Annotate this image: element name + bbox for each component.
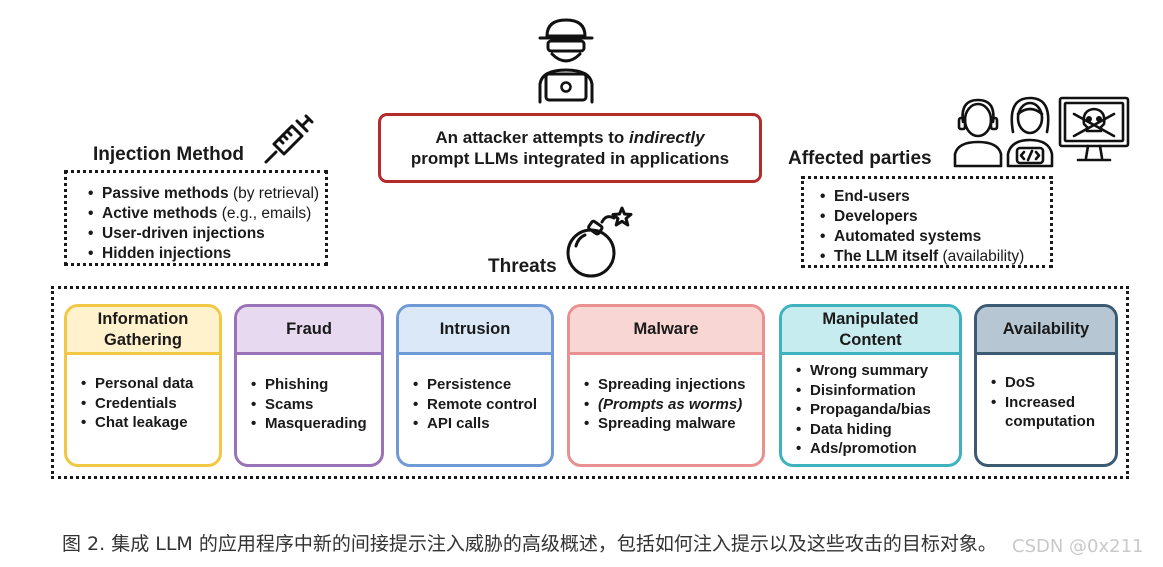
bomb-icon (564, 206, 638, 280)
injection-method-title: Injection Method (93, 144, 244, 165)
threat-item: Wrong summary (792, 361, 951, 381)
threat-item: Propaganda/bias (792, 400, 951, 420)
threat-card-malware: Malware Spreading injections (Prompts as… (567, 304, 765, 467)
threat-title: Intrusion (399, 307, 551, 355)
threat-item: Personal data (77, 374, 211, 394)
threat-card-intrusion: Intrusion Persistence Remote control API… (396, 304, 554, 467)
affected-parties-box: End-users Developers Automated systems T… (801, 176, 1053, 268)
injection-item: Active methods (e.g., emails) (84, 204, 319, 224)
skull-monitor-icon (1056, 94, 1132, 168)
threat-item: Ads/promotion (792, 439, 951, 459)
affected-item: Automated systems (816, 227, 1024, 247)
threat-item: Chat leakage (77, 413, 211, 433)
threat-title: Malware (570, 307, 762, 355)
affected-item: Developers (816, 207, 1024, 227)
figure-caption: 图 2. 集成 LLM 的应用程序中新的间接提示注入威胁的高级概述，包括如何注入… (62, 533, 997, 555)
attacker-statement-box: An attacker attempts to indirectly promp… (378, 113, 762, 183)
threat-item: Data hiding (792, 420, 951, 440)
developer-icon (1005, 92, 1055, 168)
hacker-icon (530, 14, 602, 106)
user-headset-icon (952, 96, 1004, 168)
threat-title: Fraud (237, 307, 381, 355)
statement-line-2: prompt LLMs integrated in applications (410, 149, 730, 168)
threat-item: Spreading injections (580, 375, 754, 395)
threat-item: Credentials (77, 394, 211, 414)
threats-box (51, 286, 1129, 479)
threat-item: Masquerading (247, 414, 373, 434)
injection-item: Passive methods (by retrieval) (84, 184, 319, 204)
injection-item: Hidden injections (84, 244, 319, 264)
injection-item: User-driven injections (84, 224, 319, 244)
statement-line-1: An attacker attempts to indirectly (435, 128, 705, 147)
affected-item: The LLM itself (availability) (816, 247, 1024, 267)
injection-method-box: Passive methods (by retrieval) Active me… (64, 170, 328, 266)
affected-item: End-users (816, 187, 1024, 207)
threat-card-availability: Availability DoS Increased computation (974, 304, 1118, 467)
threat-item: API calls (409, 414, 543, 434)
threats-title: Threats (488, 256, 557, 277)
threat-item: Spreading malware (580, 414, 754, 434)
threat-card-manipulated-content: Manipulated Content Wrong summary Disinf… (779, 304, 962, 467)
watermark: CSDN @0x211 (1012, 536, 1144, 557)
threat-card-fraud: Fraud Phishing Scams Masquerading (234, 304, 384, 467)
threat-item: Disinformation (792, 381, 951, 401)
threat-item: DoS (987, 373, 1107, 393)
threat-item: Increased computation (987, 393, 1105, 432)
affected-parties-title: Affected parties (788, 148, 932, 169)
threat-item: Remote control (409, 395, 543, 415)
threat-title: Manipulated Content (782, 307, 959, 355)
syringe-icon (262, 114, 314, 166)
threat-item: Phishing (247, 375, 373, 395)
threat-card-information-gathering: Information Gathering Personal data Cred… (64, 304, 222, 467)
threat-item: Persistence (409, 375, 543, 395)
threat-title: Availability (977, 307, 1115, 355)
threat-item-note: (Prompts as worms) (580, 395, 754, 415)
threat-title: Information Gathering (67, 307, 219, 355)
threat-item: Scams (247, 395, 373, 415)
